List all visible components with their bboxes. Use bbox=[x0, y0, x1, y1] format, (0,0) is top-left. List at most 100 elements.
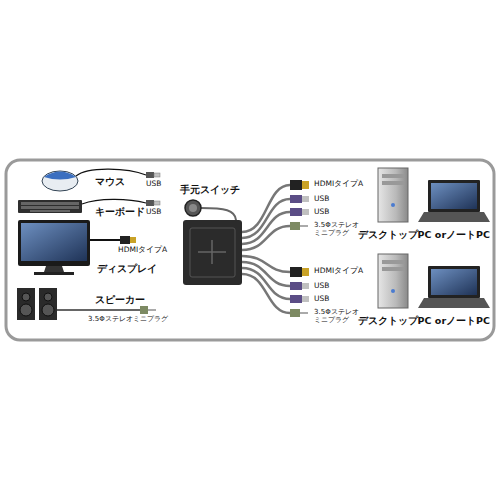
keyboard-icon-part bbox=[21, 206, 79, 209]
mouse-icon-part bbox=[44, 172, 76, 180]
keyboard-icon-part bbox=[18, 200, 82, 213]
plugs-bottom-part bbox=[302, 296, 309, 302]
device-label: スピーカー bbox=[95, 294, 145, 305]
display-icon-part bbox=[120, 236, 130, 244]
plug-label: 3.5Φステレオミニプラグ bbox=[88, 315, 168, 323]
pc-icons-part bbox=[391, 289, 395, 293]
pc-icons bbox=[378, 168, 490, 222]
speaker-icon-part bbox=[148, 309, 156, 311]
device-label: ディスプレイ bbox=[97, 263, 157, 274]
plug-label: USB bbox=[146, 208, 161, 217]
plugs-top-part bbox=[290, 222, 300, 230]
keyboard-icon-part bbox=[30, 210, 70, 212]
pc-icons-part bbox=[382, 267, 404, 271]
plugs-bottom-part bbox=[290, 282, 302, 290]
mouse-icon-part bbox=[154, 173, 160, 177]
plug-label: USB bbox=[146, 180, 161, 189]
pc-icons-part bbox=[378, 168, 408, 222]
device-name: 手元スイッチ bbox=[180, 184, 240, 195]
plug-label: USB bbox=[314, 195, 329, 204]
pc-icons-part bbox=[431, 183, 477, 209]
plugs-top bbox=[290, 180, 309, 230]
pc-icons-part bbox=[391, 203, 395, 207]
pc-icons-part bbox=[418, 212, 490, 222]
plugs-bottom-part bbox=[302, 283, 309, 289]
device-name: マウス bbox=[95, 176, 125, 187]
pc-icons-part bbox=[382, 260, 404, 264]
cables-part bbox=[242, 199, 290, 238]
keyboard-icon-part bbox=[82, 199, 146, 204]
speaker-icon-part bbox=[44, 293, 52, 301]
plugs-bottom-part bbox=[290, 309, 300, 317]
device-name: キーボード bbox=[95, 206, 145, 217]
pc-icons-part bbox=[428, 180, 480, 212]
hand-switch-part bbox=[185, 200, 201, 216]
display-icon-part bbox=[130, 237, 136, 243]
plugs-top-part bbox=[290, 180, 302, 190]
pc-icons-part bbox=[428, 266, 480, 298]
device-label: 手元スイッチ bbox=[180, 184, 240, 195]
pc-icons-part bbox=[431, 269, 477, 295]
display-icon-part bbox=[18, 220, 90, 266]
hand-switch-part bbox=[189, 204, 197, 212]
plug-label: HDMIタイプA bbox=[314, 180, 363, 189]
display-icon-part bbox=[44, 266, 64, 272]
pc-icons-part bbox=[382, 174, 404, 178]
pc-icons-part bbox=[418, 298, 490, 308]
cables bbox=[242, 185, 290, 313]
speaker-icon-part bbox=[20, 304, 32, 316]
cables-part bbox=[242, 226, 290, 250]
speaker-icon-part bbox=[17, 288, 35, 320]
plug-label: USB bbox=[314, 282, 329, 291]
speaker-icon-part bbox=[57, 309, 140, 311]
device-label: マウス bbox=[95, 176, 125, 187]
device-label: デスクトップPC orノートPC bbox=[358, 315, 490, 326]
pc-icons bbox=[378, 254, 490, 308]
keyboard-icon-part bbox=[21, 202, 79, 205]
mouse-icon-part bbox=[146, 172, 154, 178]
pc-icons-part bbox=[378, 254, 408, 308]
pc-icons-part bbox=[382, 181, 404, 185]
panel bbox=[6, 160, 494, 340]
plug-label: 3.5Φステレオ ミニプラグ bbox=[314, 308, 359, 324]
plugs-bottom-part bbox=[290, 295, 302, 303]
plug-label: USB bbox=[314, 295, 329, 304]
mouse-icon-part bbox=[42, 171, 78, 191]
mouse-icon-part bbox=[76, 169, 146, 176]
plug-label: HDMIタイプA bbox=[118, 246, 167, 255]
device-label: デスクトップPC orノートPC bbox=[358, 229, 490, 240]
plugs-top-part bbox=[302, 181, 309, 189]
plugs-bottom-part bbox=[300, 312, 308, 314]
keyboard-icon-part bbox=[146, 200, 154, 206]
plug-label: 3.5Φステレオ ミニプラグ bbox=[314, 221, 359, 237]
device-name: デスクトップPC orノートPC bbox=[358, 229, 490, 240]
speaker-icon-part bbox=[42, 304, 54, 316]
keyboard-icon-part bbox=[154, 201, 160, 205]
device-name: ディスプレイ bbox=[97, 263, 157, 274]
mouse-icon bbox=[42, 169, 160, 191]
plugs-top-part bbox=[300, 225, 308, 227]
speaker-icon-part bbox=[39, 288, 57, 320]
plug-label: HDMIタイプA bbox=[314, 267, 363, 276]
plugs-bottom-part bbox=[302, 268, 309, 276]
display-icon-part bbox=[21, 223, 87, 261]
plugs-bottom bbox=[290, 267, 309, 317]
display-icon-part bbox=[34, 272, 74, 275]
plugs-bottom-part bbox=[290, 267, 302, 277]
hand-switch-part bbox=[201, 208, 236, 220]
cables-part bbox=[242, 185, 290, 232]
hand-switch bbox=[185, 200, 236, 220]
display-icon-part bbox=[90, 239, 120, 241]
kvm-switch-box-part bbox=[183, 220, 242, 285]
plugs-top-part bbox=[302, 196, 309, 202]
kvm-switch-box bbox=[183, 220, 242, 285]
device-label: キーボード bbox=[95, 206, 145, 217]
speaker-icon-part bbox=[22, 293, 30, 301]
kvm-switch-box-part bbox=[198, 240, 226, 264]
cables-part bbox=[242, 274, 290, 313]
speaker-icon-part bbox=[140, 306, 148, 314]
plugs-top-part bbox=[290, 195, 302, 203]
kvm-switch-box-part bbox=[190, 228, 235, 277]
